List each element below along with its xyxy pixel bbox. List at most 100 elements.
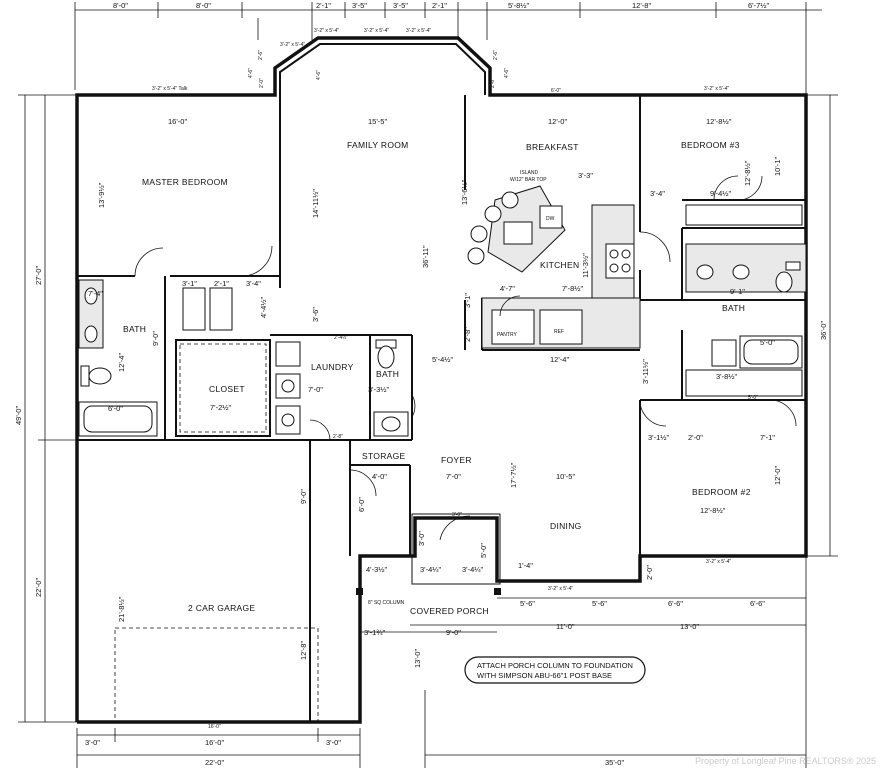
bay-dim-7: 2'-0" [490, 78, 496, 88]
dim-porch-a: 4'-3½" [366, 565, 388, 574]
dim-bath-c: 2'-8" [333, 434, 343, 440]
bay-dim-4: 4'-6" [316, 70, 322, 80]
dim-kit-b: 7'-8½" [562, 284, 584, 293]
bay-dim-1: 2'-6" [258, 50, 264, 60]
dim-bath-r8: 7'-1" [760, 433, 775, 442]
ref-label: REF [554, 329, 564, 335]
dim-dining-w: 10'-5" [556, 472, 575, 481]
bay-dim-8: 6'-0" [551, 88, 561, 94]
interior-walls [77, 95, 806, 722]
dim-front-f: 13'-0" [680, 622, 699, 631]
island-bar-label: W/12" BAR TOP [510, 177, 547, 183]
door-swings [134, 175, 797, 541]
bottom-dimension-lines [76, 556, 807, 768]
dim-storage-d: 6'-0" [357, 497, 366, 512]
dim-foyer-d: 17'-7½" [509, 462, 518, 488]
dim-top-6: 2'-1" [432, 1, 447, 10]
dim-foyer-w: 7'-0" [446, 472, 461, 481]
dim-front-d: 6'-6" [750, 599, 765, 608]
dim-garage-w: 16'-0" [208, 724, 221, 730]
dim-front-e: 11'-0" [556, 622, 575, 631]
dim-porch-c: 3'-4¼" [462, 565, 484, 574]
room-covered-porch: COVERED PORCH [410, 606, 489, 616]
room-bath-right: BATH [722, 303, 745, 313]
dim-top-2: 8'-0" [196, 1, 211, 10]
bay-dim-6: 4'-6" [504, 68, 510, 78]
dim-bottom-4: 22'-0" [205, 758, 224, 767]
dim-porch-f: 3'-1¾" [364, 628, 386, 637]
dim-bottom-2: 16'-0" [205, 738, 224, 747]
dim-left-lower: 22'-0" [34, 578, 43, 597]
dim-front-a: 5'-6" [520, 599, 535, 608]
dim-bed3-d: 10'-1" [773, 157, 782, 176]
window-tag-4: 3'-2" x 5'-4" [280, 42, 305, 48]
dim-hall: 5'-4½" [432, 355, 454, 364]
note-line-2: WITH SIMPSON ABU-66"1 POST BASE [477, 671, 612, 680]
dim-family-d: 14'-11½" [311, 189, 320, 218]
dw-label: DW [546, 216, 555, 222]
dim-island: 3'-3" [578, 171, 593, 180]
dim-kit-c: 3'-1" [463, 293, 472, 308]
room-kitchen: KITCHEN [540, 260, 579, 270]
dim-bath-r7: 2'-0" [688, 433, 703, 442]
dim-master-w: 16'-0" [168, 117, 187, 126]
dim-kitchen: 11'-3½" [581, 253, 590, 278]
dim-bath-r2: 5'-0" [760, 338, 775, 347]
bay-dim-2: 4'-6" [248, 68, 254, 78]
dim-porch-b: 3'-4¼" [420, 565, 442, 574]
room-storage: STORAGE [362, 451, 406, 461]
dim-porch-h: 13'-0" [413, 649, 422, 668]
dim-bath-r3: 3'-8½" [716, 372, 738, 381]
room-bath-left: BATH [123, 324, 146, 334]
dim-closet-a: 3'-1" [182, 279, 197, 288]
garage-door-outline [114, 627, 319, 723]
dim-kit-d: 2'-8" [463, 327, 472, 342]
fixtures [78, 185, 807, 437]
dim-front-c: 6'-6" [668, 599, 683, 608]
dim-bath-r6: 3'-1½" [648, 433, 670, 442]
room-dining: DINING [550, 521, 582, 531]
dim-laundry-d: 2'-4½" [334, 334, 348, 341]
dim-bath-l3: 12'-4" [117, 353, 126, 372]
bay-dim-5: 2'-6" [493, 50, 499, 60]
dim-top-1: 8'-0" [113, 1, 128, 10]
watermark: Property of Longleaf Pine REALTORS® 2025 [695, 756, 876, 766]
room-garage: 2 CAR GARAGE [188, 603, 255, 613]
dim-right-overall: 36'-0" [819, 321, 828, 340]
dim-porch-door: 3'-0" [452, 512, 462, 518]
room-bath-center: BATH [376, 369, 399, 379]
window-tag-5: 3'-2" x 5'-4" Talk [152, 86, 188, 92]
porch-column-1 [356, 588, 363, 595]
dim-top-7: 5'-8½" [508, 1, 530, 10]
dim-storage-h: 9'-0" [299, 489, 308, 504]
window-tag-8: 3'-2" x 5'-4" [548, 586, 573, 592]
room-bedroom-3: BEDROOM #3 [681, 140, 740, 150]
dim-porch-d: 5'-0" [479, 543, 488, 558]
dim-bath-r1: 9'-1" [730, 287, 745, 296]
dim-porch-e: 3'-0" [417, 531, 426, 546]
dim-bottom-3: 3'-0" [326, 738, 341, 747]
window-tag-7: 3'-2" x 5'-4" [706, 559, 731, 565]
island-label: ISLAND [520, 170, 538, 176]
left-dimension-lines [18, 94, 838, 723]
dim-house-depth: 36'-11" [421, 245, 430, 268]
dim-breakfast-w: 12'-0" [548, 117, 567, 126]
dim-top-8: 12'-8" [632, 1, 651, 10]
note-line-1: ATTACH PORCH COLUMN TO FOUNDATION [477, 661, 633, 670]
dim-bath-r4: 3'-11½" [641, 359, 650, 384]
dim-bed2-d: 12'-0" [773, 466, 782, 485]
room-laundry: LAUNDRY [311, 362, 354, 372]
dim-porch-i: 1'-4" [518, 561, 533, 570]
dim-family-w: 15'-5" [368, 117, 387, 126]
column-label: 8" SQ COLUMN [368, 600, 405, 606]
window-tag-1: 3'-2" x 5'-4" [314, 28, 339, 34]
dim-left-overall: 49'-0" [14, 406, 23, 425]
window-tag-6: 3'-2" x 5'-4" [704, 86, 729, 92]
dim-porch-g: 9'-0" [446, 628, 461, 637]
dim-closet-d: 4'-4½" [259, 296, 268, 318]
dim-closet-c: 3'-4" [246, 279, 261, 288]
room-foyer: FOYER [441, 455, 472, 465]
room-closet: CLOSET [209, 384, 245, 394]
dim-top-4: 3'-5" [352, 1, 367, 10]
